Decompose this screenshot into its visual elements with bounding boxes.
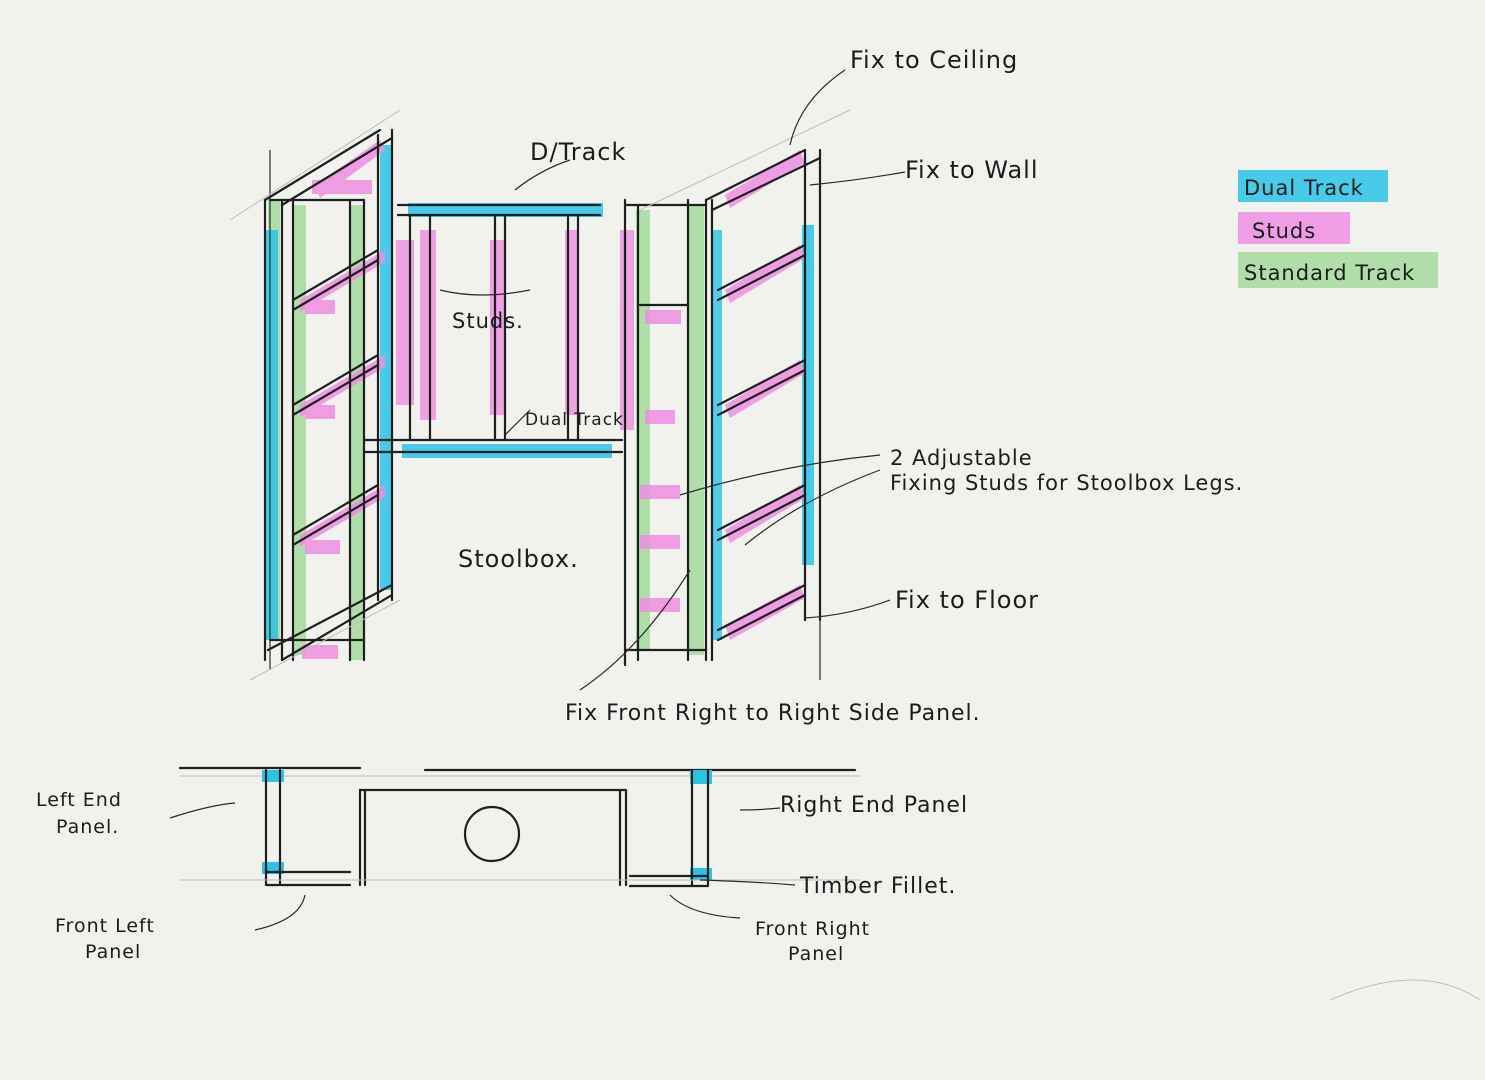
left-stud-3	[305, 540, 340, 554]
label-d-track-bottom: Dual Track	[525, 410, 624, 430]
label-d-track-top: D/Track	[530, 138, 626, 166]
right-end-panel-track-top	[690, 770, 712, 784]
left-stud-bottom	[302, 645, 338, 659]
left-stud-top-diag	[315, 140, 385, 198]
left-standard-track-inner	[350, 205, 364, 660]
right-dual-track-back	[802, 225, 814, 565]
top-dual-track	[408, 203, 603, 217]
back-stud-2	[420, 230, 436, 420]
right-stud-diag-2	[725, 360, 805, 418]
left-dual-track-outer	[266, 230, 278, 640]
right-stud-4	[640, 535, 680, 549]
left-standard-track-mid	[294, 205, 306, 655]
label-fix-wall: Fix to Wall	[905, 156, 1039, 184]
legend-swatch-standard-track	[1238, 252, 1438, 288]
label-front-left-panel-1: Front Left	[55, 915, 155, 937]
label-left-end-panel-1: Left End	[36, 789, 122, 811]
right-stud-diag-3	[725, 485, 805, 543]
left-panel-frame	[229, 109, 401, 681]
legend-label-studs: Studs	[1252, 219, 1316, 243]
legend-label-standard-track: Standard Track	[1244, 261, 1415, 285]
right-stud-1	[645, 310, 681, 324]
label-fix-front-right: Fix Front Right to Right Side Panel.	[565, 701, 981, 726]
right-panel-frame	[623, 109, 851, 680]
legend: Dual Track Studs Standard Track	[1238, 170, 1438, 288]
label-studs: Studs.	[452, 309, 524, 333]
label-front-right-panel-2: Panel	[788, 943, 844, 965]
label-timber-fillet: Timber Fillet.	[799, 874, 956, 899]
stoolbox-hole	[463, 805, 521, 863]
label-left-end-panel-2: Panel.	[56, 816, 119, 838]
legend-swatch-dual-track	[1238, 170, 1388, 202]
right-stud-diag-1	[725, 245, 805, 303]
back-stud-1	[396, 240, 414, 405]
right-standard-track-2	[688, 205, 704, 655]
label-adjustable-studs-2: Fixing Studs for Stoolbox Legs.	[890, 471, 1243, 495]
plan-view	[178, 766, 860, 888]
label-front-right-panel-1: Front Right	[755, 918, 870, 940]
left-end-panel-track-top	[262, 770, 284, 782]
right-stud-2	[645, 410, 675, 424]
label-fix-floor: Fix to Floor	[895, 586, 1039, 614]
label-front-left-panel-2: Panel	[85, 941, 141, 963]
annotations: Fix to Ceiling Fix to Wall D/Track Studs…	[36, 46, 1243, 965]
right-stud-5	[640, 598, 680, 612]
leader-lines	[169, 69, 906, 931]
legend-swatch-studs	[1238, 212, 1350, 244]
label-adjustable-studs-1: 2 Adjustable	[890, 446, 1033, 470]
right-stud-3	[640, 485, 680, 499]
label-stoolbox: Stoolbox.	[458, 545, 579, 573]
back-panel-frame	[363, 203, 634, 458]
back-stud-5	[620, 230, 634, 430]
label-right-end-panel: Right End Panel	[780, 793, 968, 818]
right-dual-track-front	[712, 230, 722, 640]
label-fix-ceiling: Fix to Ceiling	[850, 46, 1018, 74]
legend-label-dual-track: Dual Track	[1244, 176, 1364, 200]
